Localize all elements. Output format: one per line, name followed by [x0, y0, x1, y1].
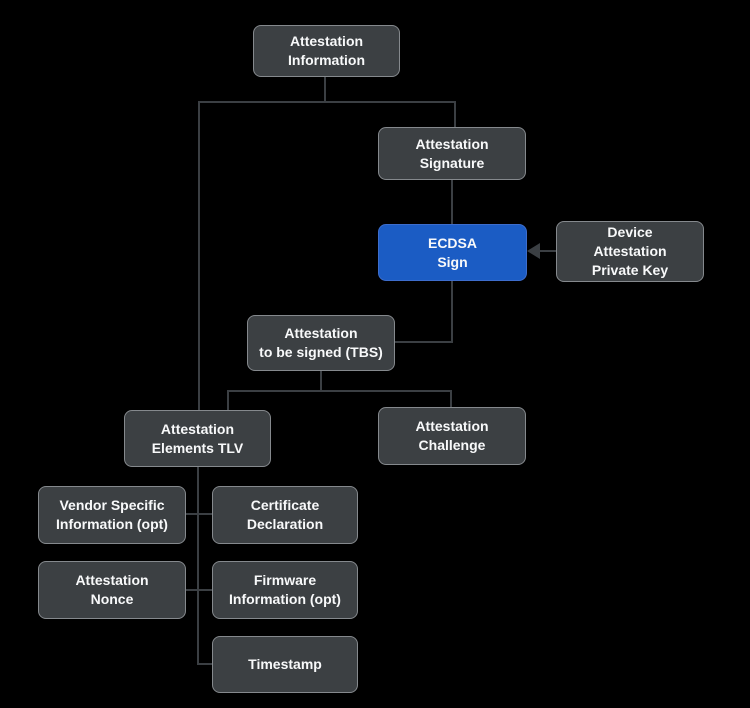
connector-challenge-elbow: [450, 390, 452, 407]
connector-row2: [186, 589, 212, 591]
node-label: Certificate Declaration: [246, 497, 324, 532]
node-attestation-tbs: Attestation to be signed (TBS): [247, 315, 395, 371]
node-attestation-signature: Attestation Signature: [378, 127, 526, 180]
node-label: Timestamp: [248, 656, 322, 672]
node-label: Attestation Challenge: [415, 418, 489, 453]
connector-left-trunk: [198, 101, 200, 410]
node-vendor-specific-information: Vendor Specific Information (opt): [38, 486, 186, 544]
connector-signature-to-ecdsa: [451, 180, 453, 224]
connector-row1: [186, 513, 212, 515]
node-attestation-nonce: Attestation Nonce: [38, 561, 186, 619]
connector-bottom-trunk: [197, 467, 199, 665]
connector-info-down: [324, 77, 326, 103]
arrow-left-icon: [527, 243, 540, 259]
node-label: ECDSA Sign: [427, 234, 477, 270]
connector-signature-elbow: [454, 101, 456, 127]
node-timestamp: Timestamp: [212, 636, 358, 693]
node-label: Firmware Information (opt): [229, 572, 341, 607]
connector-top-split: [198, 101, 456, 103]
connector-privatekey-to-ecdsa: [538, 250, 556, 252]
node-firmware-information: Firmware Information (opt): [212, 561, 358, 619]
node-label: Attestation Nonce: [75, 572, 149, 607]
node-ecdsa-sign: ECDSA Sign: [378, 224, 527, 281]
connector-row3: [197, 663, 212, 665]
node-attestation-information: Attestation Information: [253, 25, 400, 77]
node-label: Device Attestation Private Key: [591, 224, 669, 278]
node-label: Attestation Information: [288, 33, 365, 68]
node-attestation-challenge: Attestation Challenge: [378, 407, 526, 465]
connector-tbs-down: [320, 371, 322, 392]
connector-ecdsa-to-tbs: [395, 341, 453, 343]
connector-mid-split: [227, 390, 452, 392]
node-label: Attestation Signature: [415, 135, 489, 171]
node-label: Attestation to be signed (TBS): [259, 325, 383, 360]
node-label: Vendor Specific Information (opt): [56, 497, 168, 532]
connector-ecdsa-down: [451, 281, 453, 343]
node-attestation-elements-tlv: Attestation Elements TLV: [124, 410, 271, 467]
connector-elements-elbow: [227, 390, 229, 410]
node-label: Attestation Elements TLV: [151, 420, 244, 456]
node-device-attestation-private-key: Device Attestation Private Key: [556, 221, 704, 282]
node-certificate-declaration: Certificate Declaration: [212, 486, 358, 544]
